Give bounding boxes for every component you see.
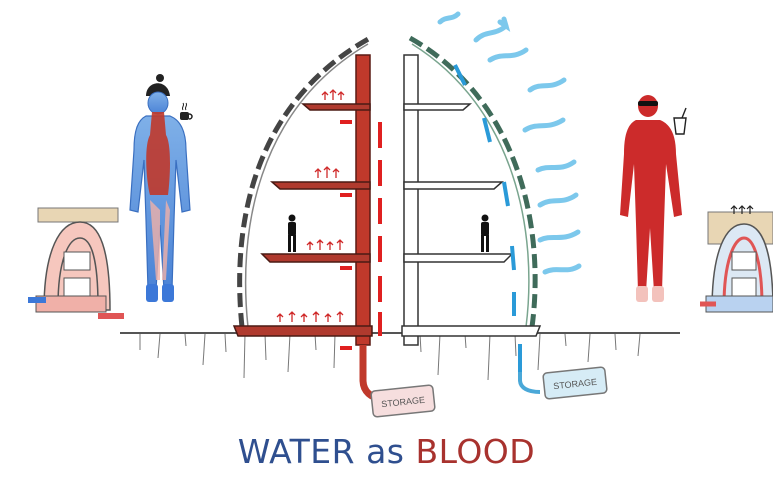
central-column-left (356, 55, 370, 345)
central-column-right (404, 55, 418, 345)
water-pipe (520, 372, 540, 392)
floor-right-4 (404, 104, 470, 110)
person-silhouette-left (288, 215, 296, 253)
human-figure-hot (620, 95, 686, 302)
floor-left-1 (234, 326, 372, 336)
sunglasses-icon (638, 101, 658, 106)
caption-blood: BLOOD (415, 432, 535, 471)
floor-left-2 (262, 254, 370, 262)
hot-cup-icon (180, 103, 192, 120)
floor-left-3 (272, 182, 370, 189)
cold-drink-icon (674, 108, 686, 134)
building-left-half (234, 38, 380, 398)
section-diagram-right (700, 206, 773, 312)
diagram-caption: WATER as BLOOD (0, 432, 773, 471)
person-silhouette-right (481, 215, 489, 253)
floor-right-3 (404, 182, 502, 189)
building-right-half (402, 14, 579, 392)
section-diagram-left (28, 208, 124, 316)
caption-water: WATER (238, 432, 355, 471)
floor-right-2 (404, 254, 512, 262)
floor-right-1 (402, 326, 540, 336)
human-figure-cold (130, 74, 192, 302)
floor-left-4 (303, 104, 370, 110)
storage-tank-right: STORAGE (543, 367, 607, 399)
caption-as: as (366, 432, 404, 471)
storage-tank-left: STORAGE (371, 385, 435, 417)
cooling-air-arrows (440, 14, 579, 272)
